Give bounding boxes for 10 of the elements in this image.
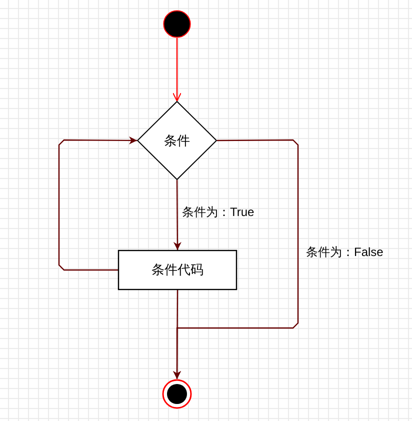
end-node — [162, 379, 192, 409]
arrow — [173, 180, 182, 250]
condition-text: 条件 — [164, 132, 190, 150]
action-text: 条件代码 — [152, 261, 204, 279]
arrow — [173, 290, 182, 379]
start-node — [163, 10, 191, 38]
edge-label: 条件为：True — [182, 204, 254, 221]
edge-label: 条件为：False — [306, 244, 384, 261]
arrow — [58, 136, 137, 271]
arrow — [172, 38, 182, 102]
